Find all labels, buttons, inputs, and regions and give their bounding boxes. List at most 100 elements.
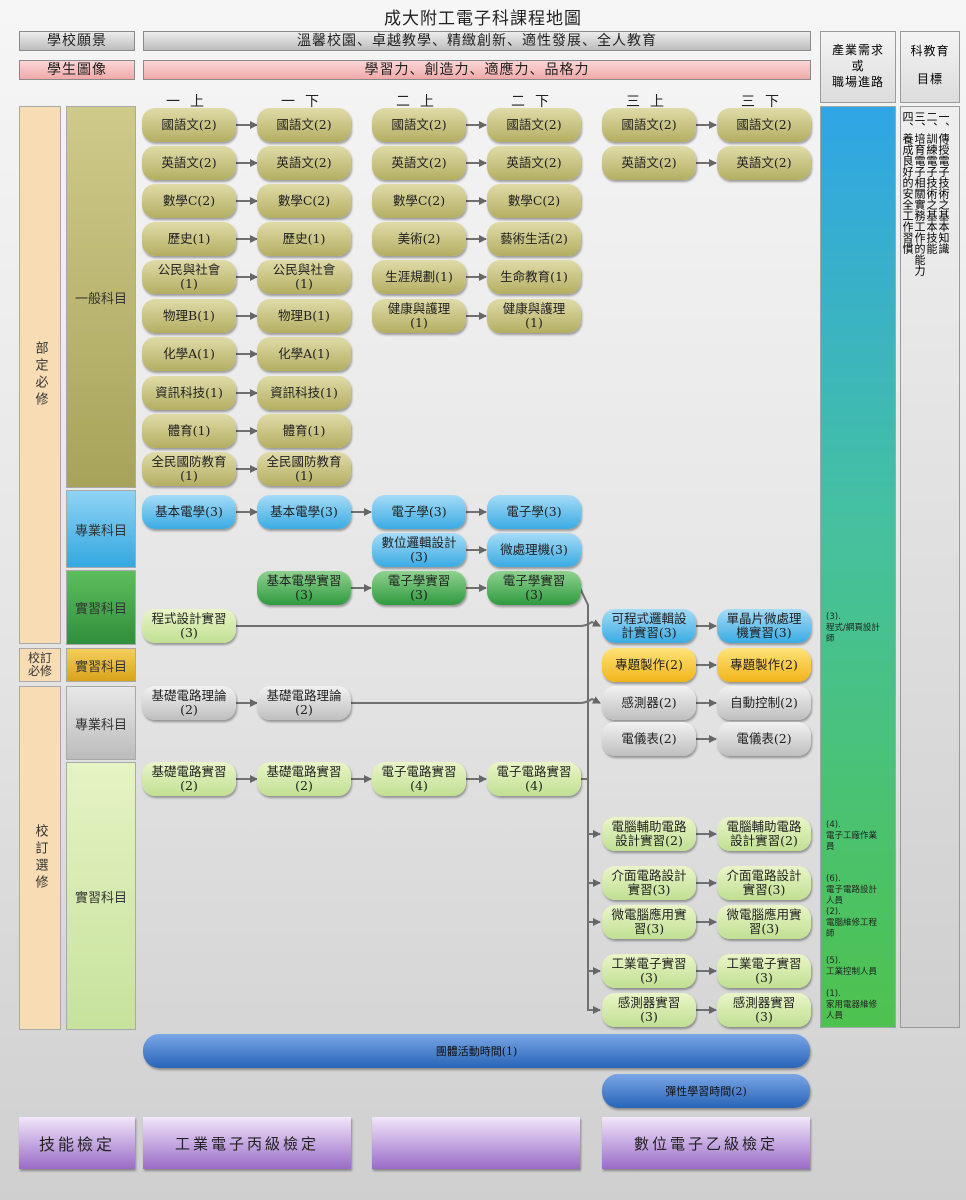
course-c6: 國語文(2) — [717, 108, 811, 142]
image-label: 學生圖像 — [19, 60, 135, 80]
semester-1-2: 一下 — [281, 94, 329, 110]
course-it1: 資訊科技(1) — [142, 376, 236, 410]
course-bcp2: 基礎電路實習 (2) — [257, 762, 351, 796]
course-mcp6: 微電腦應用實 習(3) — [717, 905, 811, 939]
course-prj5: 專題製作(2) — [602, 648, 696, 682]
course-m2: 數學C(2) — [257, 184, 351, 218]
course-ifc5: 介面電路設計 實習(3) — [602, 866, 696, 900]
category-required-school: 校訂必修 — [19, 648, 61, 682]
semester-3-2: 三下 — [741, 94, 789, 110]
course-be1: 基本電學(3) — [142, 495, 236, 529]
course-ch1: 化學A(1) — [142, 337, 236, 371]
goal-column: 一、傳授電子技術之基本知識 二、訓練電子技術之基本技能 三、培育電子相關實務工作… — [900, 106, 960, 1028]
course-nd1: 全民國防教育 (1) — [142, 452, 236, 486]
course-p3: 生涯規劃(1) — [372, 260, 466, 294]
semester-2-2: 二下 — [511, 94, 559, 110]
course-plc5: 可程式邏輯設 計實習(3) — [602, 609, 696, 643]
category-professional-1: 專業科目 — [66, 490, 136, 568]
vision-text: 溫馨校園、卓越教學、精緻創新、適性發展、全人教育 — [143, 31, 811, 51]
course-it2: 資訊科技(1) — [257, 376, 351, 410]
course-prj6: 專題製作(2) — [717, 648, 811, 682]
course-cad5: 電腦輔助電路 設計實習(2) — [602, 817, 696, 851]
course-mcp5: 微電腦應用實 習(3) — [602, 905, 696, 939]
course-nd2: 全民國防教育 (1) — [257, 452, 351, 486]
course-c1: 國語文(2) — [142, 108, 236, 142]
goals-text: 一、傳授電子技術之基本知識 二、訓練電子技術之基本技能 三、培育電子相關實務工作… — [901, 111, 950, 276]
course-hc3: 健康與護理 (1) — [372, 299, 466, 333]
category-practice-2: 實習科目 — [66, 648, 136, 682]
category-elective-school: 校訂選修 — [19, 686, 61, 1030]
course-e4: 英語文(2) — [487, 146, 581, 180]
course-e5: 英語文(2) — [602, 146, 696, 180]
course-pe1: 體育(1) — [142, 414, 236, 448]
course-c2: 國語文(2) — [257, 108, 351, 142]
course-mp4: 微處理機(3) — [487, 533, 581, 567]
career-note-1: (3). 程式/網頁設計 師 — [826, 612, 880, 644]
vision-label: 學校願景 — [19, 31, 135, 51]
course-h2: 歷史(1) — [257, 222, 351, 256]
course-ecp3: 電子電路實習 (4) — [372, 762, 466, 796]
group-activity-bar: 團體活動時間(1) — [143, 1034, 810, 1068]
course-e3: 英語文(2) — [372, 146, 466, 180]
image-text: 學習力、創造力、適應力、品格力 — [143, 60, 811, 80]
course-a4: 藝術生活(2) — [487, 222, 581, 256]
course-m1: 數學C(2) — [142, 184, 236, 218]
course-el3: 電子學(3) — [372, 495, 466, 529]
course-ins5: 電儀表(2) — [602, 722, 696, 756]
course-bcp1: 基礎電路實習 (2) — [142, 762, 236, 796]
course-e2: 英語文(2) — [257, 146, 351, 180]
course-ph1: 物理B(1) — [142, 299, 236, 333]
course-prg1: 程式設計實習 (3) — [142, 609, 236, 643]
course-ph2: 物理B(1) — [257, 299, 351, 333]
career-note-3: (6). 電子電路設計 人員 (2). 電腦維修工程 師 — [826, 874, 878, 939]
category-general: 一般科目 — [66, 106, 136, 488]
flex-time-bar: 彈性學習時間(2) — [602, 1074, 810, 1108]
cert-digital-electronics-b: 數位電子乙級檢定 — [602, 1117, 810, 1169]
course-c5: 國語文(2) — [602, 108, 696, 142]
course-ie5: 工業電子實習 (3) — [602, 954, 696, 988]
course-sp5: 感測器實習 (3) — [602, 993, 696, 1027]
course-hc4: 健康與護理 (1) — [487, 299, 581, 333]
category-required-dept: 部定必修 — [19, 106, 61, 644]
industry-header: 產業需求 或 職場進路 — [820, 31, 896, 103]
course-c3: 國語文(2) — [372, 108, 466, 142]
course-mcu6: 單晶片微處理 機實習(3) — [717, 609, 811, 643]
semester-1-1: 一上 — [166, 94, 214, 110]
course-p4: 生命教育(1) — [487, 260, 581, 294]
course-e1: 英語文(2) — [142, 146, 236, 180]
course-ecp4: 電子電路實習 (4) — [487, 762, 581, 796]
arrows — [236, 121, 717, 1014]
cert-industrial-electronics-c: 工業電子丙級檢定 — [143, 1117, 351, 1169]
course-m3: 數學C(2) — [372, 184, 466, 218]
course-ins6: 電儀表(2) — [717, 722, 811, 756]
category-professional-2: 專業科目 — [66, 686, 136, 760]
course-pe2: 體育(1) — [257, 414, 351, 448]
page-title: 成大附工電子科課程地圖 — [384, 9, 582, 29]
category-practice-1: 實習科目 — [66, 570, 136, 645]
course-s1: 公民與社會 (1) — [142, 260, 236, 294]
course-a3: 美術(2) — [372, 222, 466, 256]
course-elp4: 電子學實習 (3) — [487, 571, 581, 605]
course-el4: 電子學(3) — [487, 495, 581, 529]
category-required-dept-label: 部定必修 — [32, 341, 48, 409]
career-note-4: (5). 工業控制人員 (1). 家用電器維修 人員 — [826, 956, 878, 1021]
course-sp6: 感測器實習 (3) — [717, 993, 811, 1027]
category-practice-3: 實習科目 — [66, 762, 136, 1030]
cert-empty — [372, 1117, 580, 1169]
course-bep2: 基本電學實習 (3) — [257, 571, 351, 605]
goal-header: 科教育 目標 — [900, 31, 960, 103]
course-bct1: 基礎電路理論 (2) — [142, 686, 236, 720]
course-m4: 數學C(2) — [487, 184, 581, 218]
course-e6: 英語文(2) — [717, 146, 811, 180]
course-ch2: 化學A(1) — [257, 337, 351, 371]
course-cad6: 電腦輔助電路 設計實習(2) — [717, 817, 811, 851]
course-s2: 公民與社會 (1) — [257, 260, 351, 294]
industry-column — [820, 106, 896, 1028]
career-note-2: (4). 電子工廠作業 員 — [826, 820, 878, 852]
course-ifc6: 介面電路設計 實習(3) — [717, 866, 811, 900]
semester-2-1: 二上 — [396, 94, 444, 110]
course-be2: 基本電學(3) — [257, 495, 351, 529]
course-elp3: 電子學實習 (3) — [372, 571, 466, 605]
course-h1: 歷史(1) — [142, 222, 236, 256]
